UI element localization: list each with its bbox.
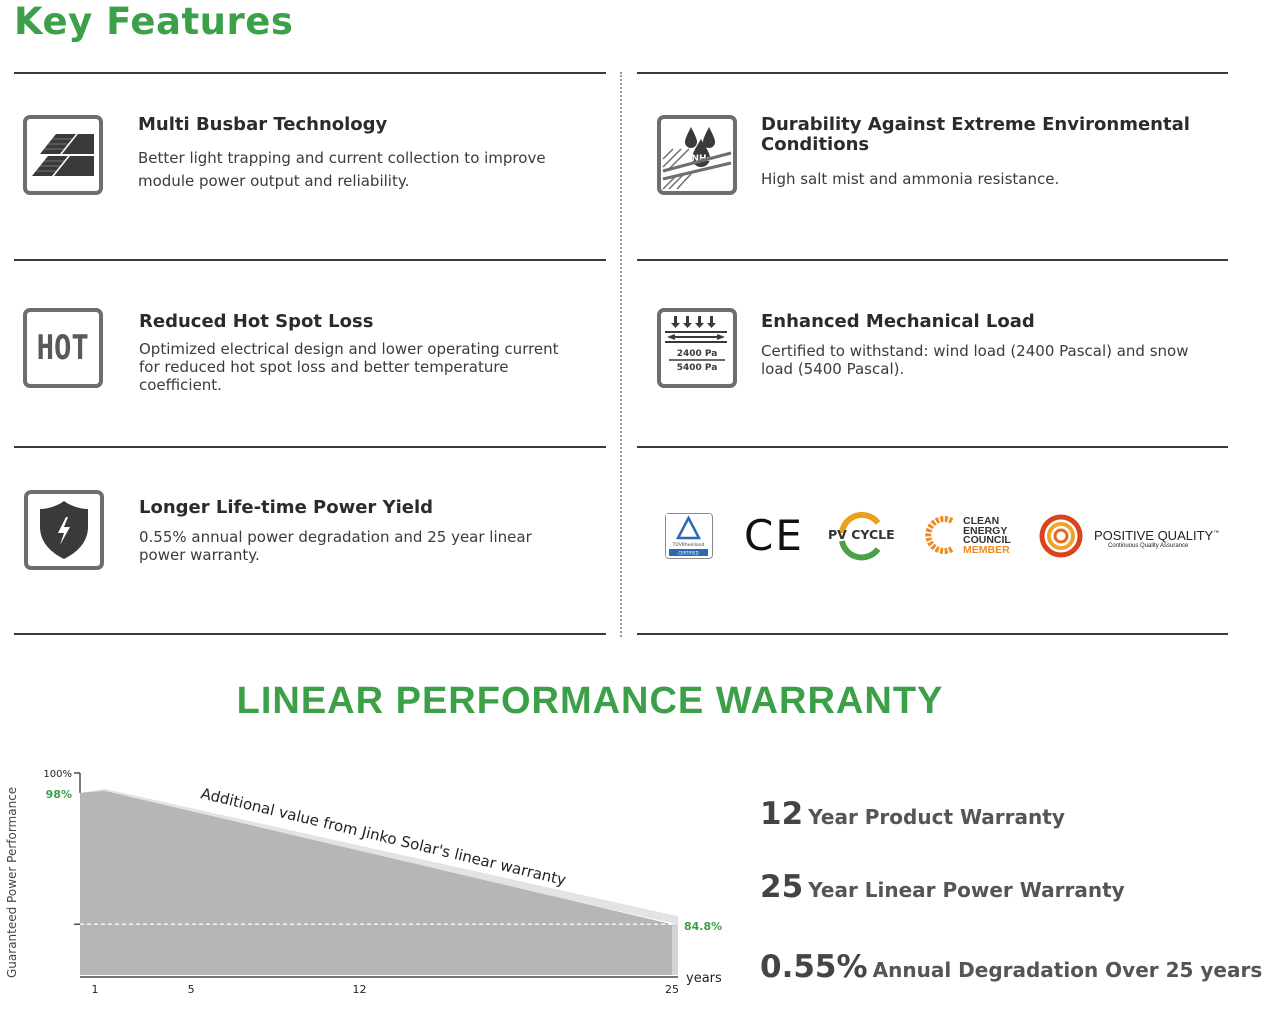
feature-description: 0.55% annual power degradation and 25 ye… bbox=[139, 528, 532, 546]
trademark-text: ™ bbox=[1213, 530, 1220, 537]
feature-title: Reduced Hot Spot Loss bbox=[139, 311, 374, 332]
x-axis-label: years bbox=[686, 971, 722, 986]
divider bbox=[14, 633, 606, 635]
area-edge bbox=[672, 924, 678, 975]
hot-icon-text: HOT bbox=[36, 328, 90, 368]
warranty-text: Annual Degradation Over 25 years bbox=[872, 958, 1262, 982]
feature-description: power warranty. bbox=[139, 546, 260, 564]
feature-title: Conditions bbox=[761, 134, 870, 155]
icon-text: 2400 Pa bbox=[677, 349, 718, 359]
divider bbox=[637, 633, 1228, 635]
warranty-title: LINEAR PERFORMANCE WARRANTY bbox=[236, 680, 944, 722]
positive-quality-text: POSITIVE QUALITY bbox=[1094, 528, 1214, 543]
divider bbox=[637, 446, 1228, 448]
feature-title: Longer Life-time Power Yield bbox=[139, 497, 434, 518]
certification-logos: TÜVRheinland CERTIFIED CE PV CYCLE CLEAN… bbox=[660, 505, 1230, 570]
shield-icon bbox=[24, 490, 104, 570]
icon-text: 5400 Pa bbox=[677, 363, 718, 373]
warranty-line: 25 Year Linear Power Warranty bbox=[760, 869, 1125, 905]
x-tick-label: 1 bbox=[92, 983, 99, 996]
feature-description: coefficient. bbox=[139, 376, 222, 394]
feature-description: Optimized electrical design and lower op… bbox=[139, 340, 559, 358]
divider bbox=[637, 72, 1228, 74]
ce-mark: CE bbox=[744, 511, 804, 560]
feature-description: Better light trapping and current collec… bbox=[138, 149, 546, 167]
pv-cycle-text: PV bbox=[828, 527, 847, 542]
warranty-number: 25 bbox=[760, 869, 804, 905]
feature-description: module power output and reliability. bbox=[138, 172, 410, 190]
icon-text: NH₃ bbox=[691, 154, 710, 164]
clean-energy-text: ENERGY bbox=[963, 524, 1008, 537]
hot-icon: HOT bbox=[23, 308, 103, 388]
y-axis-label: Guaranteed Power Performance bbox=[5, 787, 19, 978]
page-title: Key Features bbox=[14, 0, 294, 43]
feature-title: Durability Against Extreme Environmental bbox=[761, 114, 1190, 135]
tuv-logo: TÜVRheinland CERTIFIED bbox=[665, 513, 713, 559]
feature-description: load (5400 Pascal). bbox=[761, 360, 905, 378]
warranty-number: 12 bbox=[760, 796, 804, 832]
guaranteed-area bbox=[80, 790, 672, 975]
clean-energy-text: MEMBER bbox=[963, 543, 1010, 556]
positive-quality-subtext: Continuous Quality Assurance bbox=[1108, 543, 1189, 549]
warranty-chart-svg: Guaranteed Power Performance 100% 98% 84.8… bbox=[5, 769, 722, 996]
x-tick-label: 5 bbox=[188, 983, 195, 996]
ammonia-drops-icon: NH₃ bbox=[657, 115, 737, 195]
divider bbox=[14, 446, 606, 448]
feature-title: Multi Busbar Technology bbox=[138, 114, 388, 135]
positive-quality-logo: POSITIVE QUALITY™ Continuous Quality Ass… bbox=[1038, 513, 1228, 559]
feature-description: High salt mist and ammonia resistance. bbox=[761, 170, 1060, 188]
divider bbox=[14, 259, 606, 261]
pv-cycle-logo: PV CYCLE bbox=[828, 511, 900, 561]
warranty-line: 12 Year Product Warranty bbox=[760, 796, 1065, 832]
divider bbox=[637, 259, 1228, 261]
x-tick-label: 25 bbox=[665, 983, 679, 996]
warranty-text: Year Product Warranty bbox=[808, 805, 1065, 829]
warranty-line: 0.55% Annual Degradation Over 25 years bbox=[760, 949, 1262, 985]
warranty-number: 0.55% bbox=[760, 949, 868, 985]
x-tick-label: 12 bbox=[352, 983, 366, 996]
feature-description: Certified to withstand: wind load (2400 … bbox=[761, 342, 1189, 360]
start-value-label: 98% bbox=[46, 788, 72, 801]
end-value-label: 84.8% bbox=[684, 920, 722, 933]
warranty-text: Year Linear Power Warranty bbox=[808, 878, 1125, 902]
tuv-certified-text: CERTIFIED bbox=[678, 551, 699, 556]
pv-cycle-text: CYCLE bbox=[851, 527, 895, 542]
mechanical-load-icon: 2400 Pa 5400 Pa bbox=[657, 308, 737, 388]
divider bbox=[14, 72, 606, 74]
column-divider bbox=[620, 72, 622, 637]
tuv-text: TÜVRheinland bbox=[672, 541, 705, 548]
solar-cells-icon bbox=[23, 115, 103, 195]
feature-title: Enhanced Mechanical Load bbox=[761, 311, 1035, 332]
clean-energy-text: CLEAN bbox=[963, 515, 1000, 527]
y-tick-label: 100% bbox=[43, 769, 72, 780]
clean-energy-council-logo: CLEAN ENERGY COUNCIL MEMBER bbox=[922, 513, 1012, 559]
feature-description: for reduced hot spot loss and better tem… bbox=[139, 358, 509, 376]
clean-energy-text: COUNCIL bbox=[963, 534, 1011, 546]
warranty-chart: Guaranteed Power Performance 100% 98% 84.8… bbox=[0, 760, 740, 1017]
